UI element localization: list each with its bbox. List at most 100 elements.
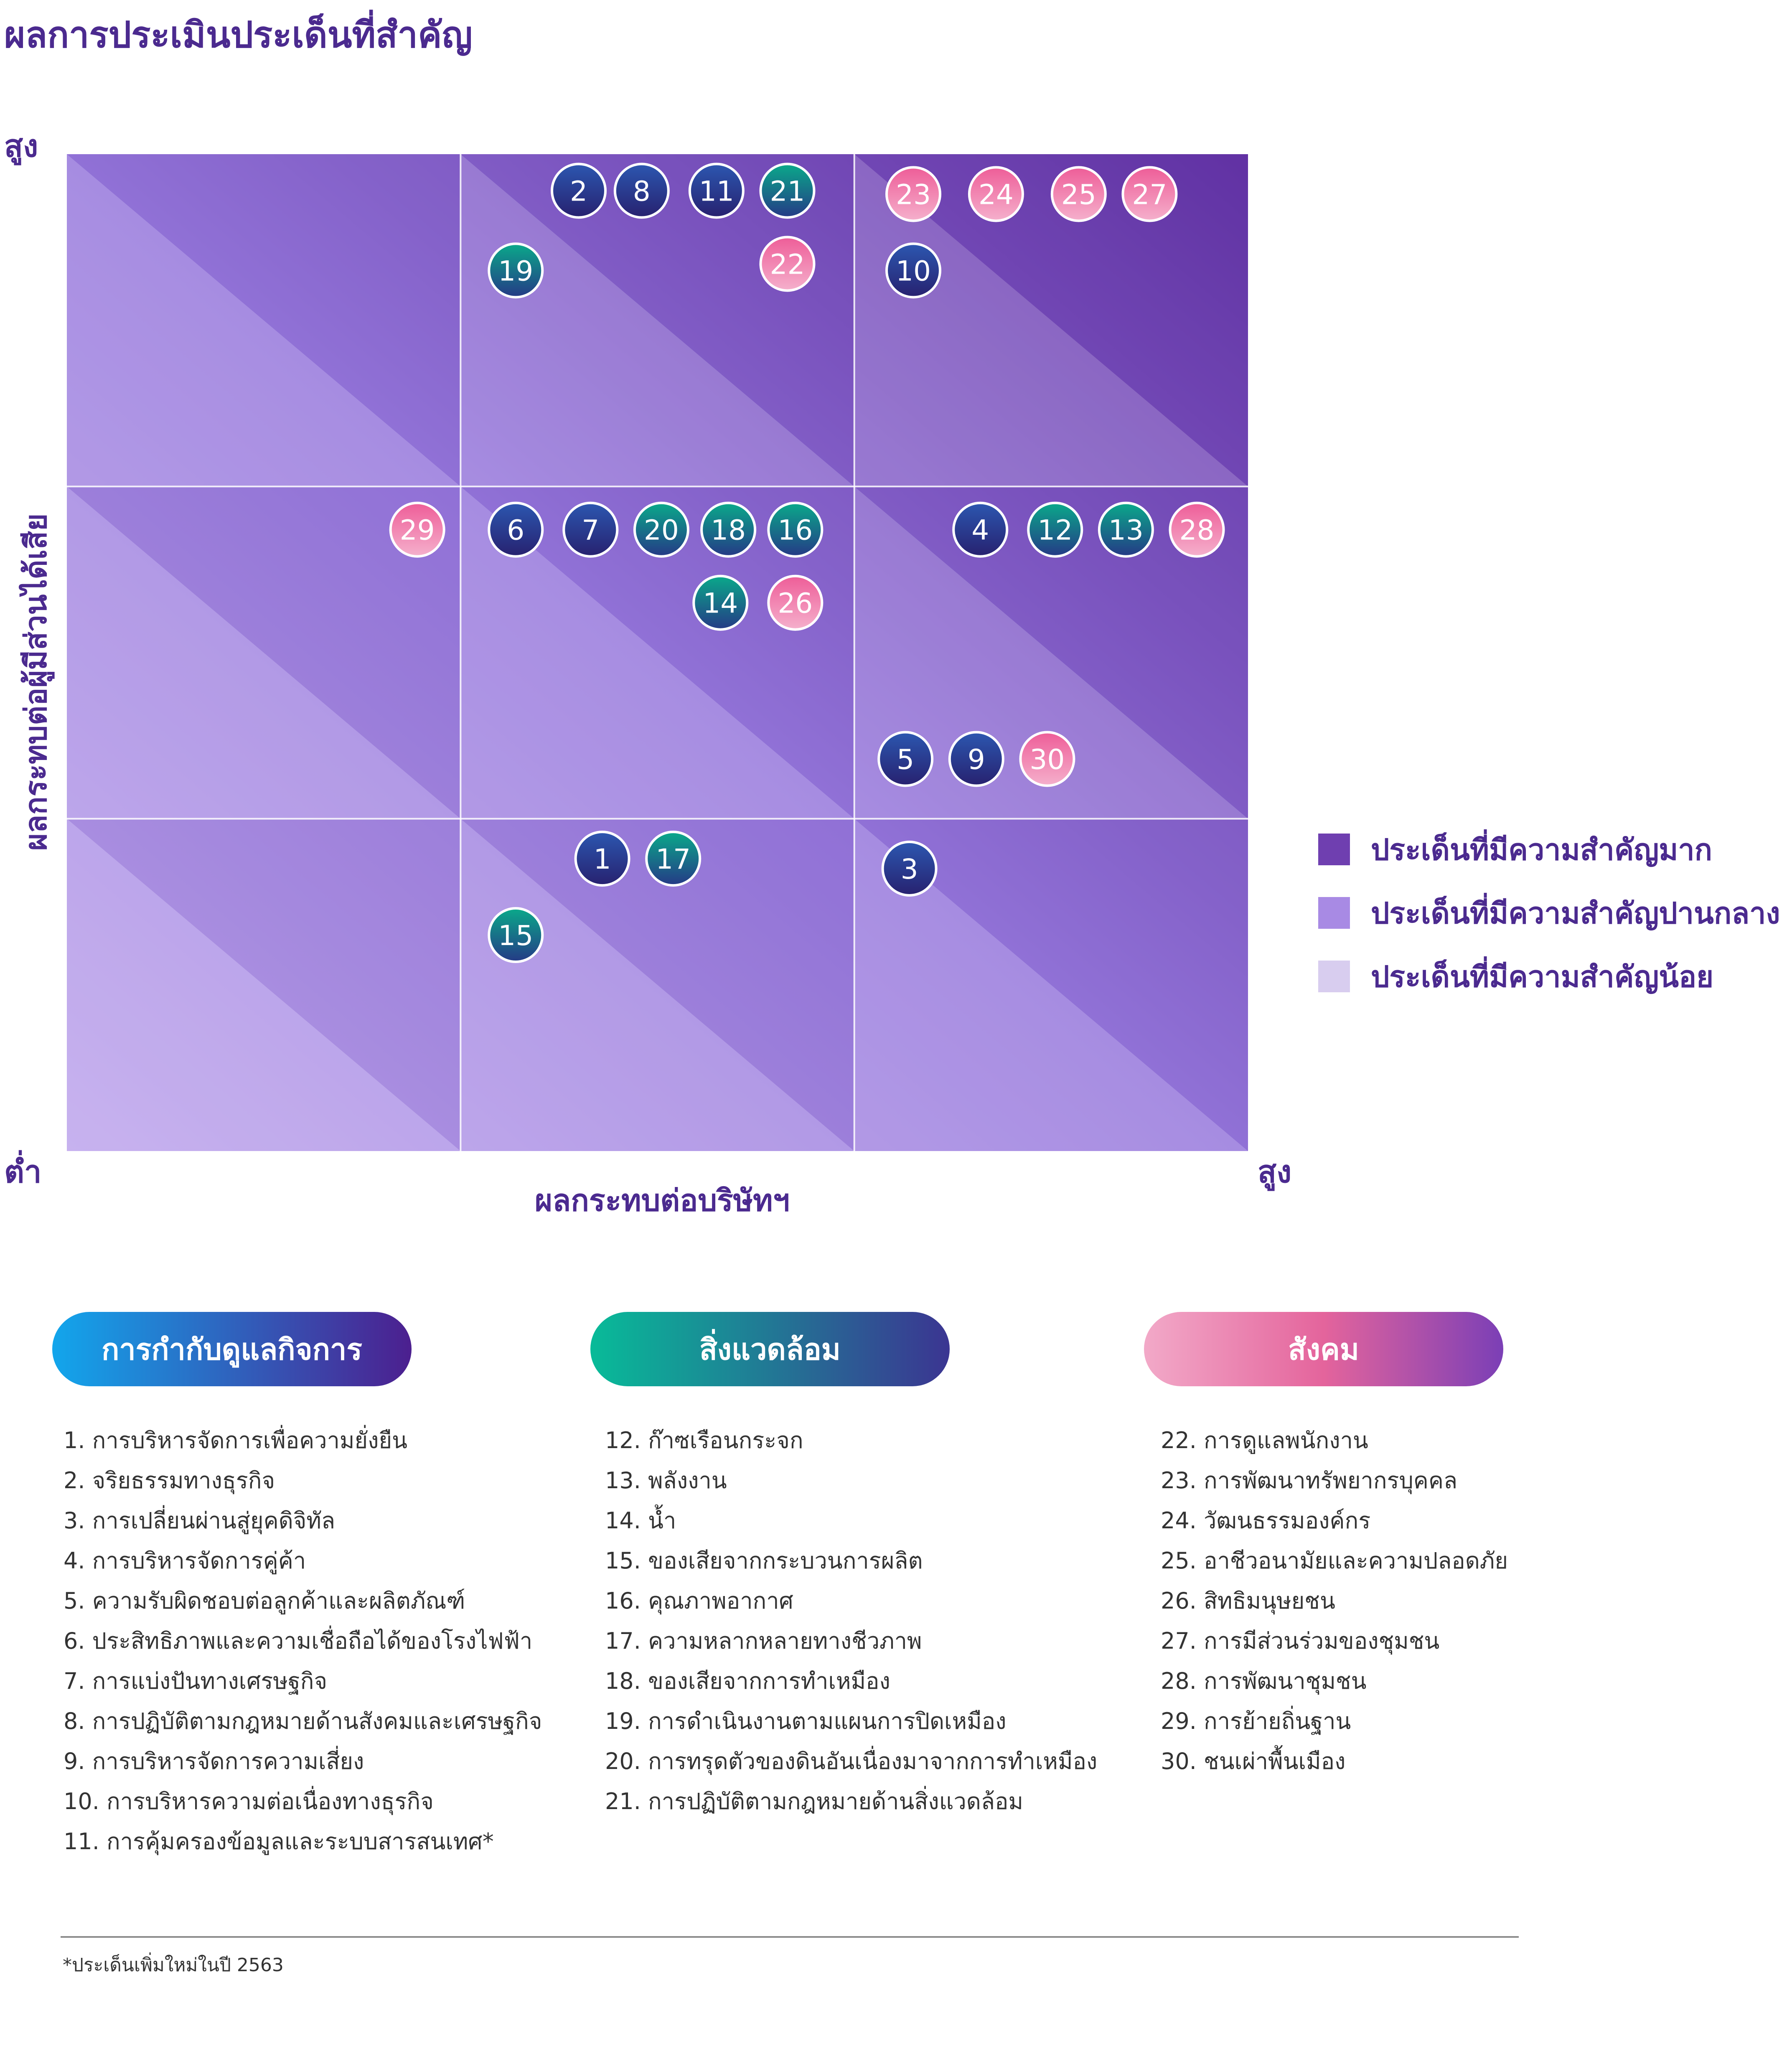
issue-point: 16 <box>767 501 824 558</box>
issue-point: 5 <box>877 731 934 787</box>
list-item: 4. การบริหารจัดการคู่ค้า <box>64 1548 306 1574</box>
list-item: 12. ก๊าซเรือนกระจก <box>605 1427 803 1454</box>
issue-point: 1 <box>574 831 630 887</box>
list-item: 8. การปฏิบัติตามกฎหมายด้านสังคมและเศรษฐก… <box>64 1708 542 1734</box>
issue-point-label: 15 <box>498 920 533 952</box>
x-axis-high-label: สูง <box>1258 1154 1292 1190</box>
matrix-cell-light-band <box>460 154 854 487</box>
issue-point: 23 <box>885 166 942 222</box>
issue-point-marker <box>1050 166 1107 222</box>
issue-point: 7 <box>562 501 619 558</box>
issue-point: 4 <box>952 501 1009 558</box>
list-item: 3. การเปลี่ยนผ่านสู่ยุคดิจิทัล <box>64 1507 336 1534</box>
issue-point-marker <box>700 501 757 558</box>
issue-point-marker <box>562 501 619 558</box>
list-item: 22. การดูแลพนักงาน <box>1161 1427 1368 1454</box>
social-issue-list: 22. การดูแลพนักงาน 23. การพัฒนาทรัพยากรบ… <box>1161 1421 1508 1782</box>
issue-point: 24 <box>968 166 1024 222</box>
issue-point: 18 <box>700 501 757 558</box>
issue-point-marker <box>633 501 689 558</box>
issue-point: 2 <box>551 163 607 219</box>
issue-point-label: 22 <box>770 248 805 280</box>
list-item: 9. การบริหารจัดการความเสี่ยง <box>64 1748 364 1774</box>
y-axis-high-label: สูง <box>4 128 38 164</box>
footnote-divider <box>61 1936 1519 1938</box>
issue-point-label: 30 <box>1029 744 1065 776</box>
issue-point-marker <box>692 574 749 631</box>
footnote: *ประเด็นเพิ่มใหม่ในปี 2563 <box>63 1954 284 1976</box>
issue-point-marker <box>1169 501 1225 558</box>
list-item: 19. การดำเนินงานตามแผนการปิดเหมือง <box>605 1708 1007 1734</box>
issue-point-label: 29 <box>400 514 435 546</box>
matrix-cell-light-band <box>854 154 1248 487</box>
matrix-cell-dark-band <box>460 818 854 1151</box>
issue-point-label: 27 <box>1132 178 1167 211</box>
issue-point-marker <box>1027 501 1083 558</box>
issue-point-label: 28 <box>1179 514 1215 546</box>
issue-point: 30 <box>1019 731 1075 787</box>
issue-point-label: 26 <box>778 587 813 620</box>
matrix-cell-light-band <box>460 818 854 1151</box>
governance-category-header: การกำกับดูแลกิจการ <box>52 1312 412 1386</box>
issue-point-marker <box>759 163 816 219</box>
list-item: 21. การปฏิบัติตามกฎหมายด้านสิ่งแวดล้อม <box>605 1788 1023 1815</box>
legend-item-high: ประเด็นที่มีความสำคัญมาก <box>1318 833 1780 867</box>
matrix-background <box>67 154 1248 1151</box>
issue-point-marker <box>759 236 816 292</box>
matrix-cell-dark-band <box>460 154 854 487</box>
matrix-cell-light-band <box>67 154 461 487</box>
matrix-cell-light-band <box>854 486 1248 819</box>
issue-point-marker <box>885 242 942 299</box>
issue-point-marker <box>1019 731 1075 787</box>
issue-point-label: 12 <box>1037 514 1073 546</box>
list-item: 18. ของเสียจากการทำเหมือง <box>605 1668 890 1694</box>
issue-point-label: 11 <box>699 175 734 207</box>
issue-point: 13 <box>1098 501 1154 558</box>
list-item: 24. วัฒนธรรมองค์กร <box>1161 1507 1371 1534</box>
issue-point: 25 <box>1050 166 1107 222</box>
list-item: 29. การย้ายถิ่นฐาน <box>1161 1708 1351 1734</box>
issue-point-marker <box>948 731 1004 787</box>
issue-point: 11 <box>688 163 745 219</box>
axis-low-label: ต่ำ <box>4 1154 42 1190</box>
list-item: 23. การพัฒนาทรัพยากรบุคคล <box>1161 1467 1458 1494</box>
issue-point: 15 <box>488 907 544 963</box>
issue-point-label: 7 <box>582 514 599 546</box>
issue-point: 17 <box>645 831 702 887</box>
list-item: 25. อาชีวอนามัยและความปลอดภัย <box>1161 1548 1508 1574</box>
issue-point: 3 <box>881 840 938 897</box>
legend-label-medium: ประเด็นที่มีความสำคัญปานกลาง <box>1371 896 1780 930</box>
matrix-cell-dark-band <box>854 154 1248 487</box>
issue-point-marker <box>488 242 544 299</box>
issue-point-marker <box>645 831 702 887</box>
issue-point-marker <box>767 501 824 558</box>
matrix-cell-dark-band <box>460 486 854 819</box>
issue-point: 28 <box>1169 501 1225 558</box>
issue-point: 6 <box>488 501 544 558</box>
matrix-cell-dark-band <box>854 818 1248 1151</box>
list-item: 28. การพัฒนาชุมชน <box>1161 1668 1367 1694</box>
issue-point-marker <box>968 166 1024 222</box>
issue-point-label: 3 <box>901 853 918 885</box>
legend-item-medium: ประเด็นที่มีความสำคัญปานกลาง <box>1318 896 1780 930</box>
legend: ประเด็นที่มีความสำคัญมาก ประเด็นที่มีควา… <box>1318 833 1780 1024</box>
environment-category-header: สิ่งแวดล้อม <box>590 1312 950 1386</box>
issue-point-marker <box>613 163 670 219</box>
environment-issue-list: 12. ก๊าซเรือนกระจก 13. พลังงาน 14. น้ำ 1… <box>605 1421 1097 1822</box>
issue-point-marker <box>488 907 544 963</box>
issue-point-marker <box>885 166 942 222</box>
matrix-cell-dark-band <box>67 486 461 819</box>
list-item: 11. การคุ้มครองข้อมูลและระบบสารสนเทศ* <box>64 1828 494 1855</box>
issue-point-label: 9 <box>968 744 985 776</box>
issue-point-label: 10 <box>896 255 931 287</box>
y-axis-title: ผลกระทบต่อผู้มีส่วนได้เสีย <box>18 513 53 851</box>
issue-point-marker <box>767 574 824 631</box>
issue-point-marker <box>389 501 445 558</box>
list-item: 7. การแบ่งปันทางเศรษฐกิจ <box>64 1668 328 1694</box>
list-item: 13. พลังงาน <box>605 1467 727 1494</box>
issue-point-label: 1 <box>594 843 611 875</box>
issue-point-label: 14 <box>703 587 738 620</box>
x-axis-title: ผลกระทบต่อบริษัทฯ <box>534 1183 790 1218</box>
list-item: 20. การทรุดตัวของดินอันเนื่องมาจากการทำเ… <box>605 1748 1098 1774</box>
list-item: 14. น้ำ <box>605 1507 676 1534</box>
